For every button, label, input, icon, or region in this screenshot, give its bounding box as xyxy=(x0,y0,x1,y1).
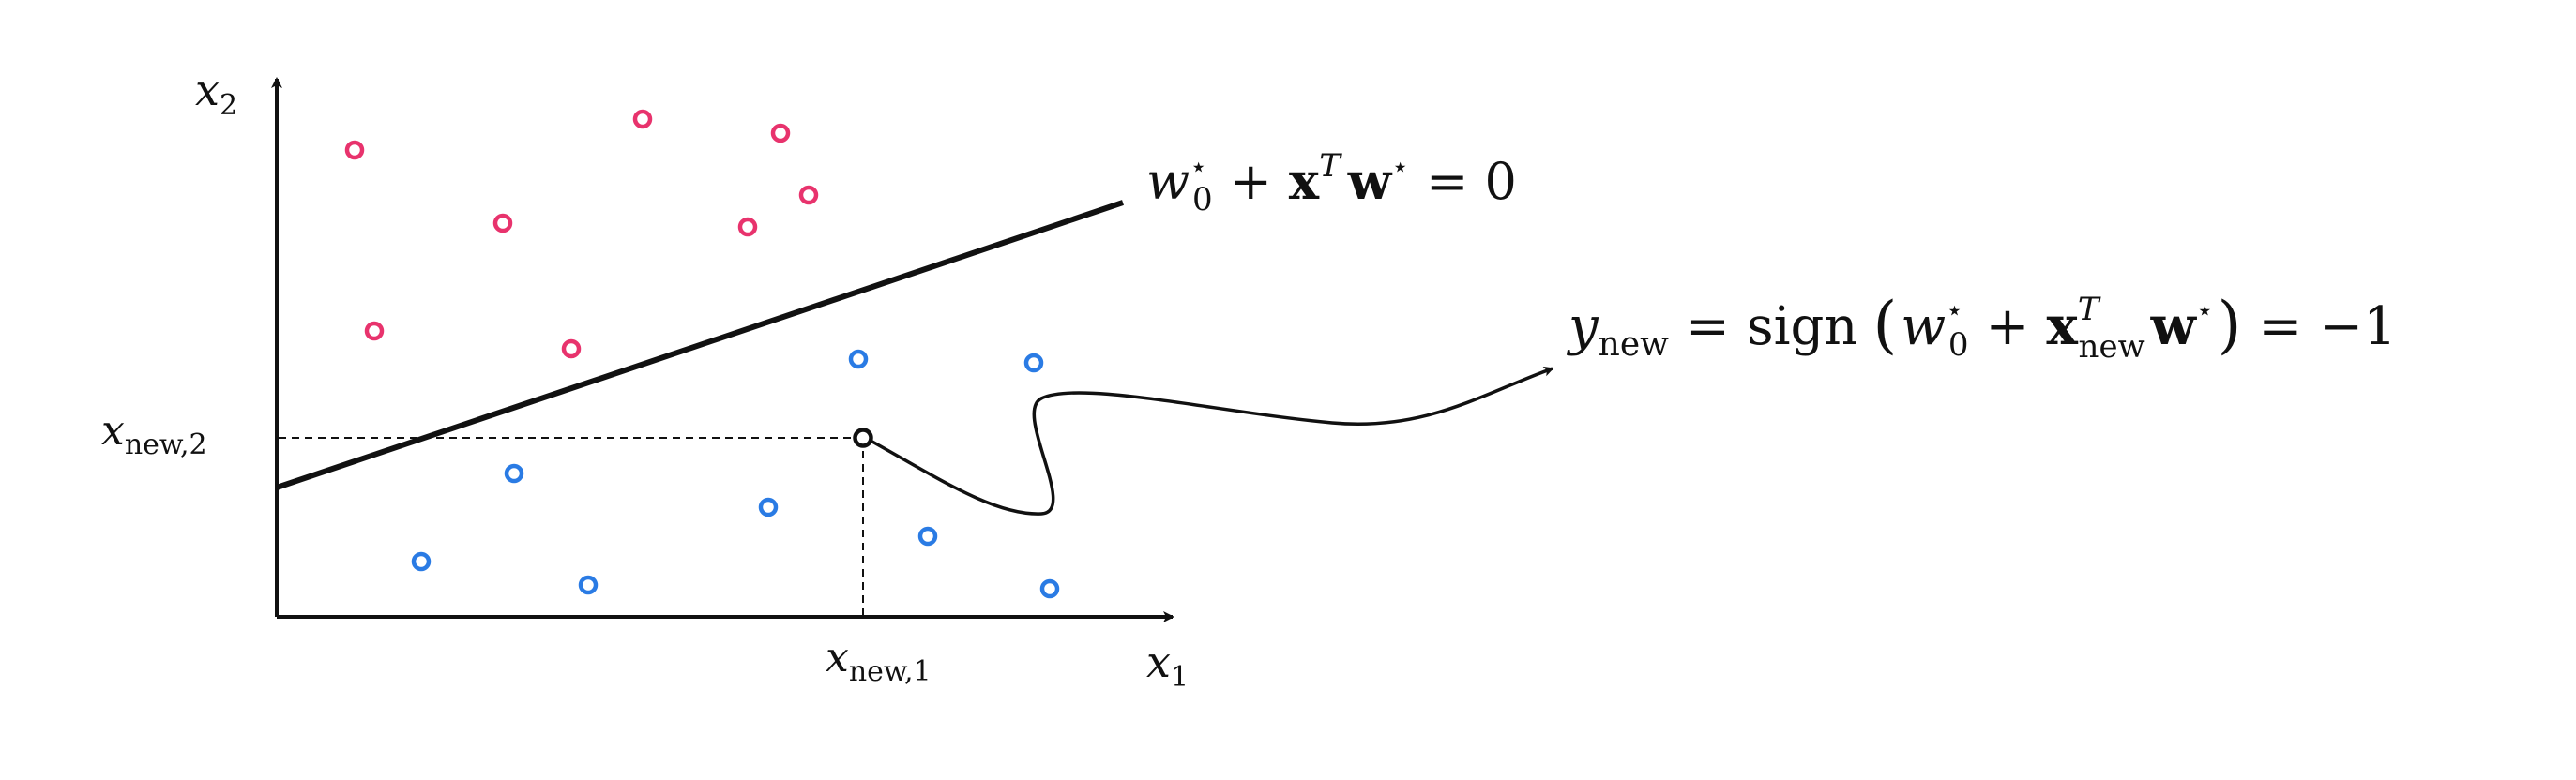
positive-point xyxy=(344,140,365,160)
negative-class-points xyxy=(411,349,1060,599)
positive-point xyxy=(492,213,513,233)
negative-point xyxy=(411,551,432,572)
prediction-arrow xyxy=(870,366,1554,516)
negative-point xyxy=(758,497,779,518)
positive-class-points xyxy=(344,109,819,359)
positive-point xyxy=(798,185,819,205)
positive-point xyxy=(561,338,582,359)
x-axis-label: x1 xyxy=(1146,637,1189,694)
negative-point xyxy=(578,575,599,595)
positive-point xyxy=(364,321,385,341)
negative-point xyxy=(504,463,524,484)
negative-point xyxy=(848,349,869,369)
positive-point xyxy=(770,123,791,143)
new-point xyxy=(853,428,873,448)
negative-point xyxy=(917,526,938,547)
negative-point xyxy=(1023,352,1044,373)
x-new-1-label: xnew,1 xyxy=(826,634,932,688)
positive-point xyxy=(632,109,653,129)
positive-point xyxy=(737,217,758,237)
negative-point xyxy=(1039,578,1060,599)
decision-boundary-line xyxy=(276,200,1124,490)
y-axis-label: x2 xyxy=(195,65,237,122)
x-new-2-label: xnew,2 xyxy=(101,407,207,461)
